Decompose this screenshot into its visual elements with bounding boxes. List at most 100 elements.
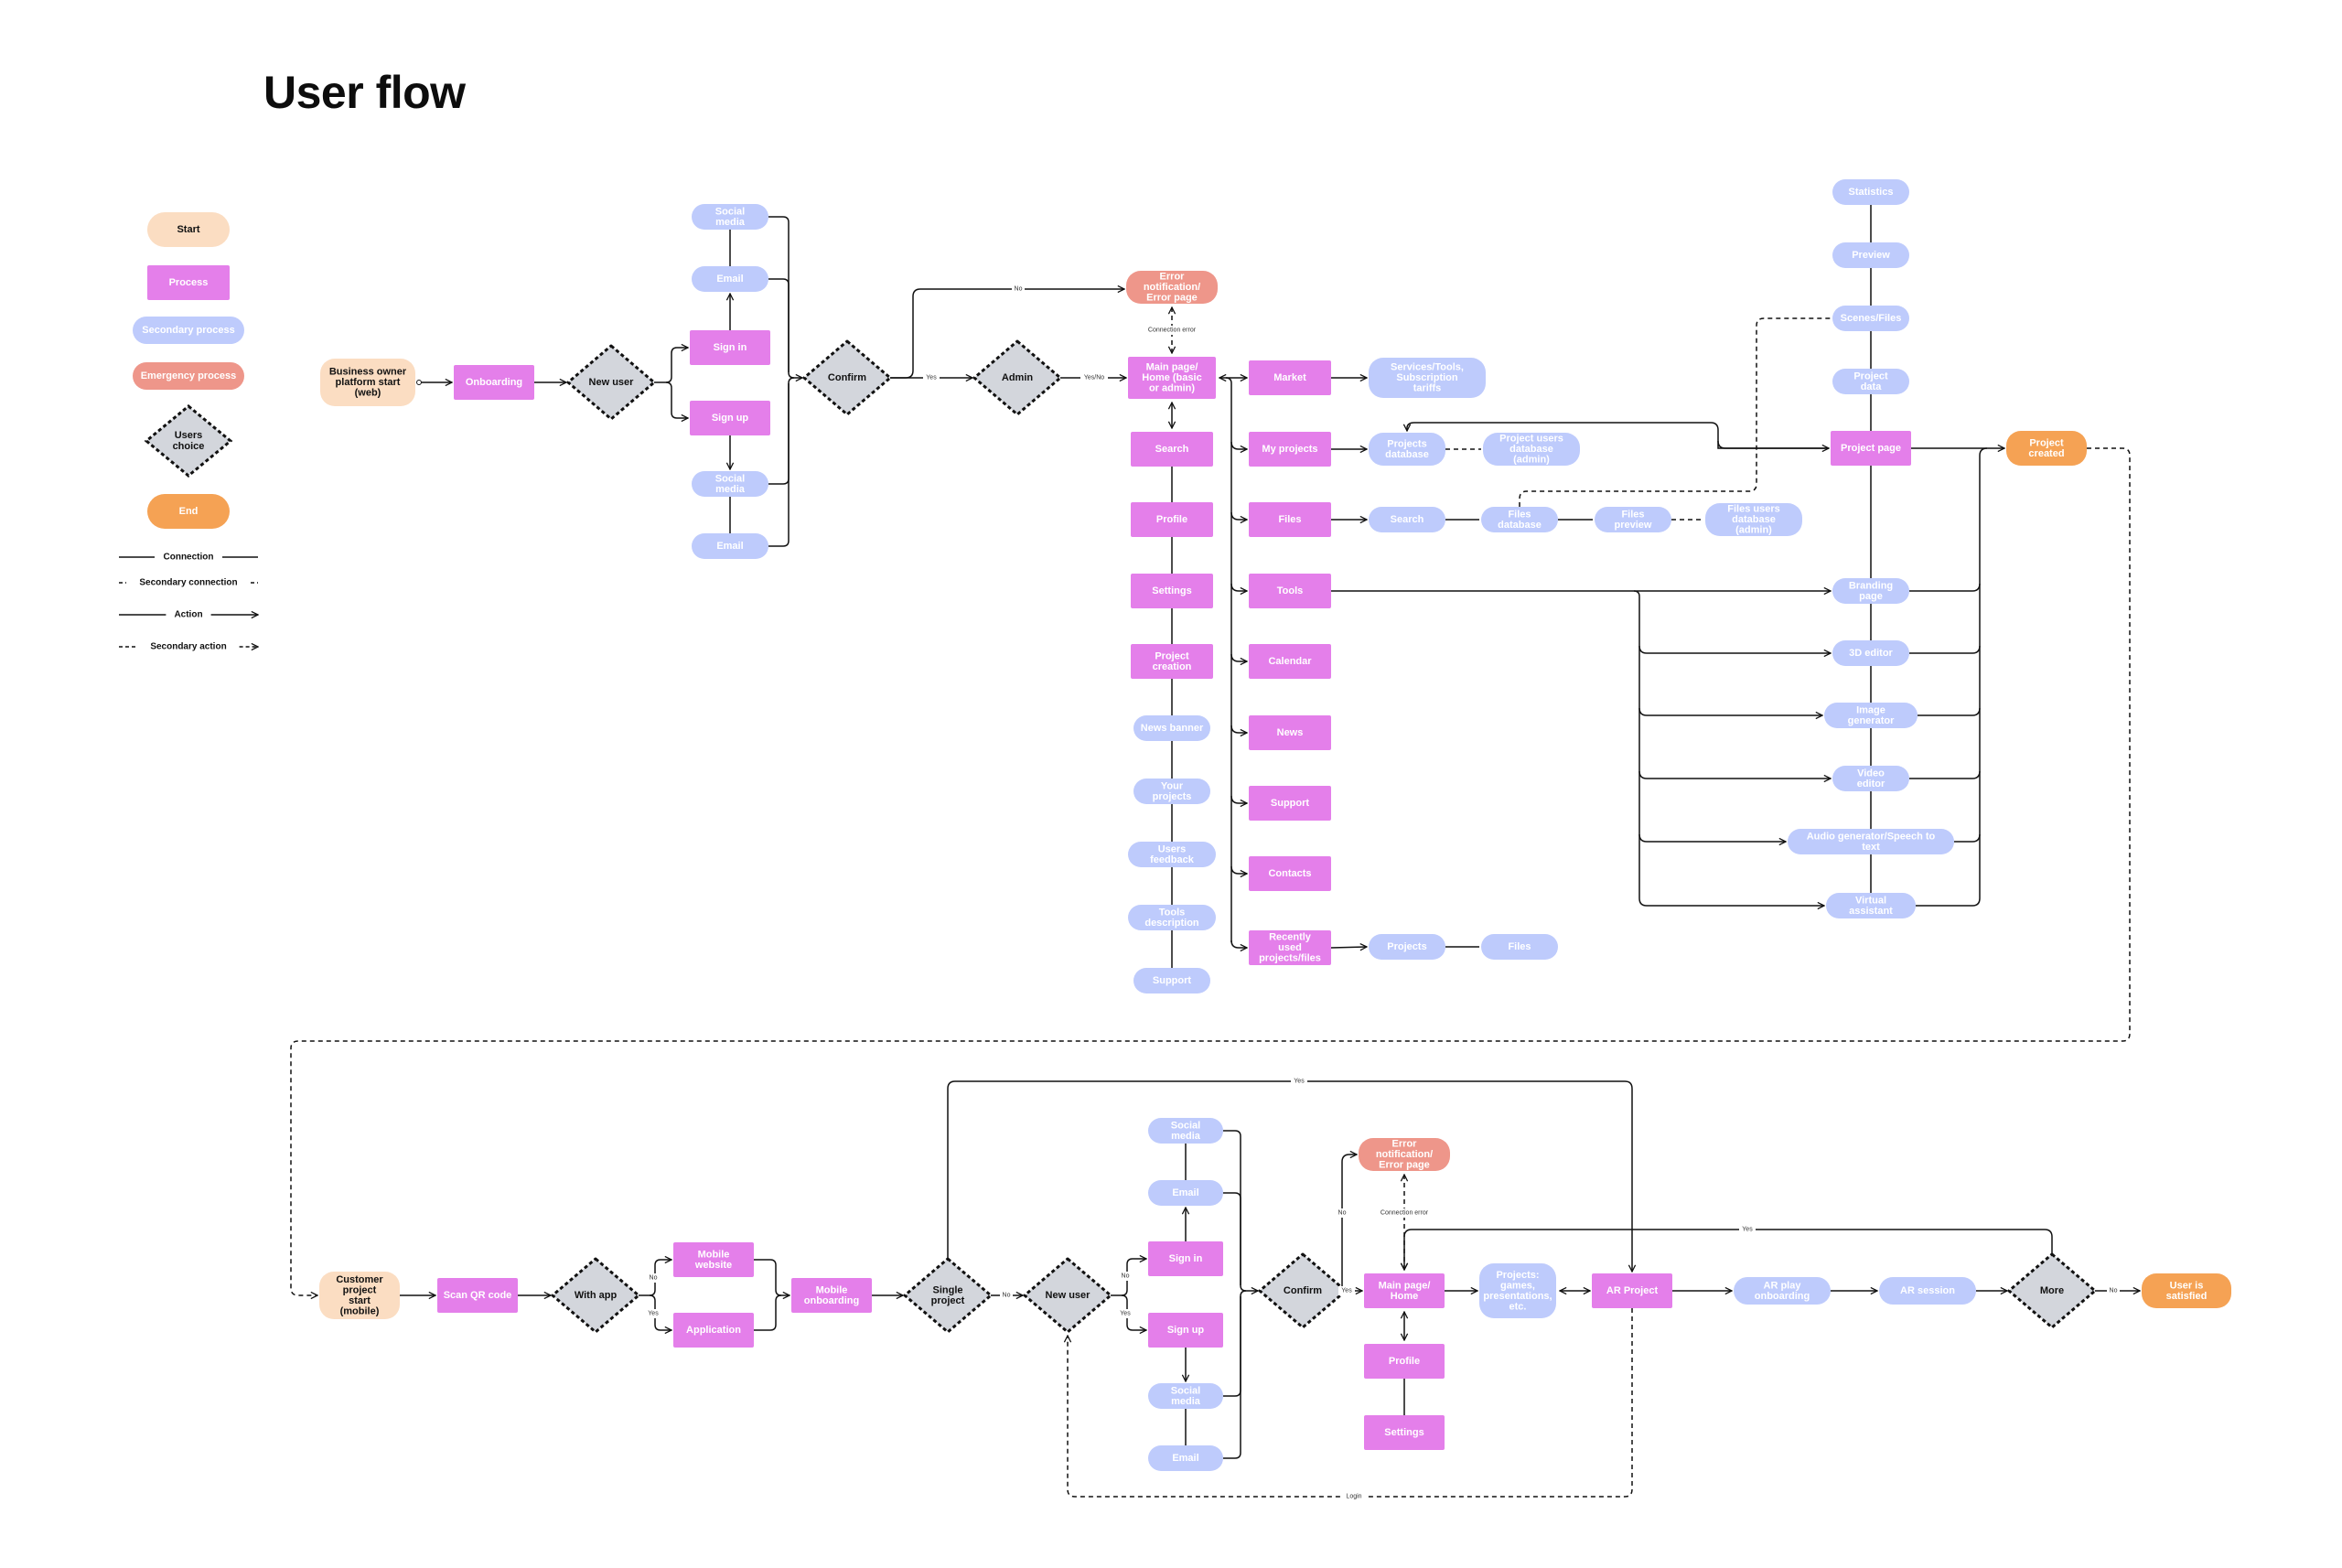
node-m-email2[interactable]: Email bbox=[1148, 1445, 1223, 1471]
secondary-shape bbox=[1369, 507, 1445, 532]
node-onboarding[interactable]: Onboarding bbox=[454, 365, 534, 400]
node-m-email1[interactable]: Email bbox=[1148, 1180, 1223, 1206]
node-signin[interactable]: Sign in bbox=[690, 330, 770, 365]
node-m-signin[interactable]: Sign in bbox=[1148, 1241, 1223, 1276]
node-recent-files[interactable]: Files bbox=[1481, 934, 1558, 960]
node-m-profile[interactable]: Profile bbox=[1364, 1344, 1445, 1379]
node-m-new-user[interactable]: New user bbox=[1023, 1257, 1112, 1334]
node-scan-qr[interactable]: Scan QR code bbox=[437, 1278, 518, 1313]
node-ar-session[interactable]: AR session bbox=[1879, 1277, 1976, 1305]
node-m-settings[interactable]: Settings bbox=[1364, 1415, 1445, 1450]
node-settings[interactable]: Settings bbox=[1131, 574, 1213, 608]
node-label: Search bbox=[1155, 444, 1189, 455]
node-market[interactable]: Market bbox=[1249, 360, 1331, 395]
node-tools[interactable]: Tools bbox=[1249, 574, 1331, 608]
node-preview[interactable]: Preview bbox=[1832, 242, 1909, 268]
node-calendar[interactable]: Calendar bbox=[1249, 644, 1331, 679]
node-files[interactable]: Files bbox=[1249, 502, 1331, 537]
node-news[interactable]: News bbox=[1249, 715, 1331, 750]
secondary-shape bbox=[1826, 893, 1916, 918]
node-scenes[interactable]: Scenes/Files bbox=[1832, 306, 1909, 331]
legend-swatch bbox=[144, 404, 233, 478]
node-editor3d[interactable]: 3D editor bbox=[1832, 640, 1909, 666]
node-m-confirm[interactable]: Confirm bbox=[1258, 1252, 1348, 1329]
connector bbox=[1230, 653, 1247, 661]
secondary-shape bbox=[1481, 507, 1558, 532]
process-shape bbox=[1131, 574, 1213, 608]
connector bbox=[754, 1259, 790, 1295]
node-files-search[interactable]: Search bbox=[1369, 507, 1445, 532]
node-ar-project[interactable]: AR Project bbox=[1592, 1273, 1672, 1308]
end-shape bbox=[2006, 431, 2087, 466]
node-admin[interactable]: Admin bbox=[972, 339, 1062, 416]
node-statistics[interactable]: Statistics bbox=[1832, 179, 1909, 205]
secondary-shape bbox=[1832, 766, 1909, 791]
node-signup[interactable]: Sign up bbox=[690, 401, 770, 435]
node-m-signup[interactable]: Sign up bbox=[1148, 1313, 1223, 1348]
node-email2[interactable]: Email bbox=[692, 533, 768, 559]
node-label: Confirm bbox=[1284, 1285, 1322, 1296]
edge-label-bg bbox=[2107, 1286, 2120, 1295]
node-project-page[interactable]: Project page bbox=[1831, 431, 1911, 466]
node-contacts[interactable]: Contacts bbox=[1249, 856, 1331, 891]
node-with-app[interactable]: With app bbox=[551, 1257, 640, 1334]
edge-label-bg bbox=[645, 1309, 661, 1318]
node-profile[interactable]: Profile bbox=[1131, 502, 1213, 537]
secondary-shape bbox=[1481, 934, 1558, 960]
node-more[interactable]: More bbox=[2007, 1252, 2097, 1329]
node-new-user[interactable]: New user bbox=[566, 344, 656, 421]
node-confirm[interactable]: Confirm bbox=[802, 339, 892, 416]
node-application[interactable]: Application bbox=[673, 1313, 754, 1348]
secondary-shape bbox=[1369, 433, 1445, 466]
secondary-shape bbox=[1133, 968, 1210, 993]
node-support-s[interactable]: Support bbox=[1133, 968, 1210, 993]
node-m-main[interactable]: Main page/Home bbox=[1364, 1273, 1445, 1308]
node-my-projects[interactable]: My projects bbox=[1249, 432, 1331, 467]
node-email1[interactable]: Email bbox=[692, 266, 768, 292]
secondary-shape bbox=[1479, 1263, 1556, 1318]
node-news-banner[interactable]: News banner bbox=[1133, 715, 1210, 741]
node-recent-projects[interactable]: Projects bbox=[1369, 934, 1445, 960]
connector bbox=[768, 383, 790, 547]
node-support[interactable]: Support bbox=[1249, 786, 1331, 821]
connector bbox=[1230, 940, 1247, 948]
node-search[interactable]: Search bbox=[1131, 432, 1213, 467]
node-m-projects[interactable]: Projects:games,presentations,etc. bbox=[1479, 1263, 1556, 1318]
